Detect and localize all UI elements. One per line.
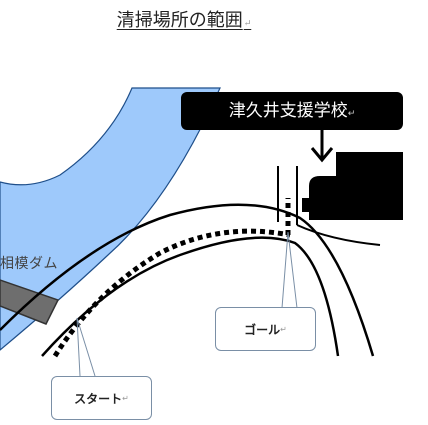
- start-text: スタート: [74, 391, 123, 406]
- paragraph-mark: ↵: [243, 19, 252, 29]
- school-name: 津久井支援学校: [228, 101, 348, 121]
- school-building-icon: [309, 152, 403, 220]
- start-pointer: [76, 317, 96, 377]
- cleanup-route: [52, 228, 291, 358]
- dam-label: 相模ダム: [0, 256, 58, 272]
- road-outer-edge: [0, 203, 375, 357]
- goal-callout: ゴール↵: [215, 307, 316, 351]
- paragraph-mark: ↵: [280, 324, 287, 334]
- river: [0, 87, 221, 351]
- paragraph-mark: ↵: [122, 393, 129, 403]
- map-title: 清掃場所の範囲↵: [0, 6, 368, 32]
- start-callout: スタート↵: [51, 376, 152, 420]
- goal-pointer: [281, 231, 298, 309]
- paragraph-mark: ↵: [347, 109, 356, 119]
- goal-text: ゴール: [244, 322, 281, 337]
- title-text: 清掃場所の範囲: [116, 10, 243, 31]
- school-label: 津久井支援学校↵: [181, 92, 403, 130]
- down-arrow-icon: [310, 130, 334, 163]
